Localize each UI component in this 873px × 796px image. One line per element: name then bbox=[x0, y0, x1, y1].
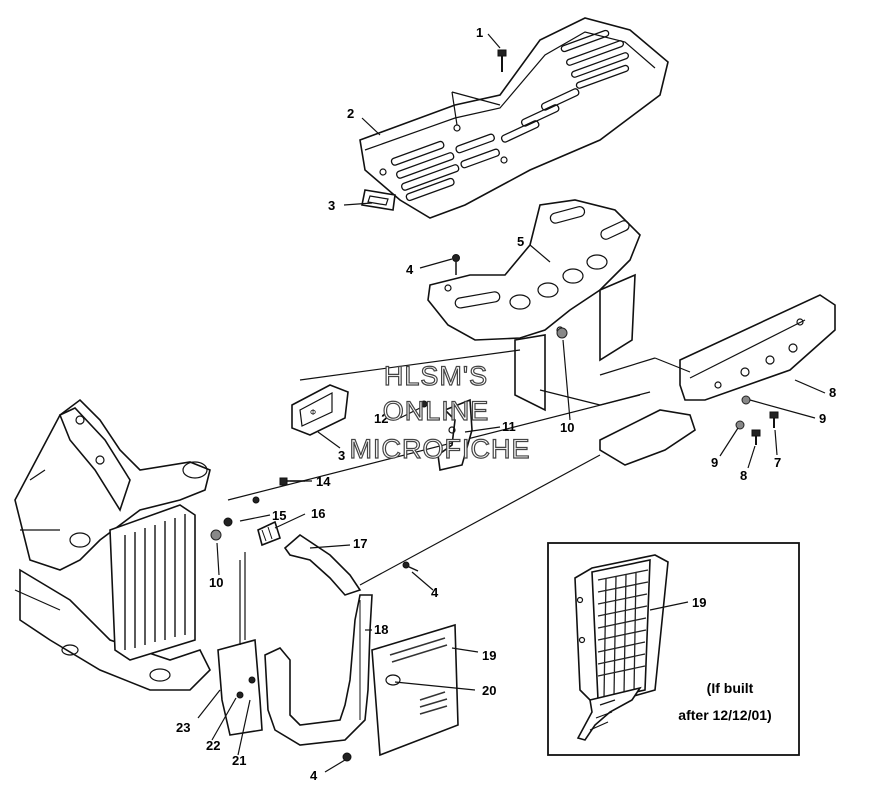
callout: 4 bbox=[406, 262, 414, 277]
callout: 3 bbox=[328, 198, 335, 213]
screw bbox=[236, 691, 244, 699]
inset-note-line2: after 12/12/01) bbox=[678, 707, 771, 723]
callout: 4 bbox=[310, 768, 318, 783]
rubber-bumper bbox=[257, 520, 281, 547]
washer bbox=[223, 517, 233, 527]
callout: 23 bbox=[176, 720, 190, 735]
bolt bbox=[342, 752, 352, 762]
screw bbox=[420, 400, 428, 408]
clip bbox=[361, 189, 396, 211]
callout: 3 bbox=[338, 448, 345, 463]
nut bbox=[556, 327, 568, 339]
callout: 9 bbox=[711, 455, 718, 470]
callout: 9 bbox=[819, 411, 826, 426]
grille-frame bbox=[264, 594, 373, 746]
nut bbox=[452, 254, 460, 275]
screw bbox=[402, 561, 419, 572]
watermark: HLSM'S ONLINE MICROFICHE bbox=[349, 360, 531, 464]
grille-screen bbox=[371, 623, 459, 757]
callout: 21 bbox=[232, 753, 246, 768]
nut bbox=[735, 420, 745, 430]
inset-note-line1: (If built bbox=[707, 680, 754, 696]
callout: 8 bbox=[740, 468, 747, 483]
inset-grille bbox=[574, 554, 669, 741]
screw bbox=[248, 676, 256, 684]
tractor-frame bbox=[14, 398, 211, 691]
callout: 10 bbox=[209, 575, 223, 590]
nut bbox=[210, 529, 222, 541]
callout: 17 bbox=[353, 536, 367, 551]
callout: 19 bbox=[482, 648, 496, 663]
leader-lines bbox=[197, 33, 826, 773]
rear-bumper bbox=[599, 294, 836, 466]
assembly-lines bbox=[227, 349, 691, 586]
callout: 4 bbox=[431, 585, 439, 600]
latch-bracket bbox=[437, 398, 473, 471]
callout: 14 bbox=[316, 474, 331, 489]
bolt bbox=[751, 429, 761, 445]
callout: 12 bbox=[374, 411, 388, 426]
watermark-line3: MICROFICHE bbox=[350, 434, 531, 464]
bolt bbox=[769, 411, 779, 428]
callout: 22 bbox=[206, 738, 220, 753]
callout: 20 bbox=[482, 683, 496, 698]
bolt bbox=[497, 49, 507, 72]
callout: 10 bbox=[560, 420, 574, 435]
inset-panel: (If built after 12/12/01) bbox=[547, 542, 800, 756]
footrest-plate bbox=[359, 17, 669, 219]
callout: 11 bbox=[502, 419, 516, 434]
watermark-line1: HLSM'S bbox=[384, 361, 488, 391]
watermark-line2: ONLINE bbox=[383, 396, 490, 426]
callout: 18 bbox=[374, 622, 388, 637]
callout-labels: 1 2 3 4 5 10 8 9 7 9 8 11 12 3 14 15 16 … bbox=[176, 25, 836, 783]
svg-text:Ф: Ф bbox=[310, 408, 316, 417]
nut bbox=[741, 395, 751, 405]
callout: 7 bbox=[774, 455, 781, 470]
decal-box: Ф bbox=[291, 384, 349, 436]
washer bbox=[252, 496, 260, 504]
callout: 2 bbox=[347, 106, 354, 121]
callout: 8 bbox=[829, 385, 836, 400]
callout: 15 bbox=[272, 508, 286, 523]
side-panel bbox=[217, 552, 263, 736]
callout: 5 bbox=[517, 234, 524, 249]
callout: 16 bbox=[311, 506, 325, 521]
footrest-bracket bbox=[427, 199, 641, 412]
callout: 1 bbox=[476, 25, 483, 40]
callout: 19 bbox=[692, 595, 706, 610]
grille-bracket bbox=[283, 533, 362, 596]
